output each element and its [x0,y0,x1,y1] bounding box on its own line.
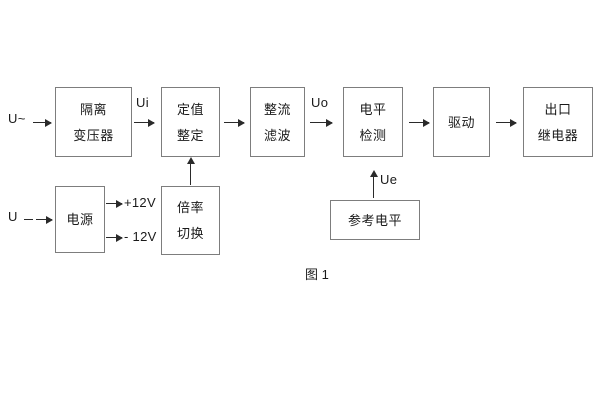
block-output-relay-line2: 继电器 [537,127,579,143]
signal-label-ue: Ue [380,172,398,187]
block-multiplier-switch-line1: 倍率 [176,200,204,215]
block-isolation-transformer: 隔离 变压器 [55,87,132,157]
arrow-setting-value-to-rectify-filter [224,118,245,127]
signal-label-ui: Ui [136,95,149,110]
block-output-relay: 出口 继电器 [523,87,593,157]
block-level-detection: 电平 检测 [343,87,403,157]
block-isolation-transformer-line2: 变压器 [73,127,114,143]
block-multiplier-switch-line2: 切换 [176,226,204,241]
block-drive-line1: 驱动 [447,114,475,130]
dc-dash-mark [24,219,33,220]
arrow-reference-level-to-level-detection [369,170,378,198]
arrow-rectify-filter-to-level-detection [310,118,333,127]
block-reference-level-line1: 参考电平 [347,212,402,228]
block-setting-value-line1: 定值 [176,101,204,117]
rail-label-positive: +12V [124,195,156,210]
input-label-ac: U~ [8,111,26,126]
block-power-supply-line1: 电源 [66,212,94,227]
arrow-ac-to-isolation-transformer [33,118,52,127]
arrow-multiplier-switch-to-setting-value [186,157,195,185]
figure-caption: 图 1 [305,267,329,282]
block-power-supply: 电源 [55,186,105,253]
arrow-drive-to-output-relay [496,118,517,127]
block-reference-level: 参考电平 [330,200,420,240]
block-rectify-filter: 整流 滤波 [250,87,305,157]
block-level-detection-line1: 电平 [359,101,387,117]
block-drive: 驱动 [433,87,490,157]
block-setting-value: 定值 整定 [161,87,220,157]
block-rectify-filter-line2: 滤波 [263,127,291,143]
block-isolation-transformer-line1: 隔离 [79,101,107,117]
arrow-rail-negative [106,233,123,242]
block-rectify-filter-line1: 整流 [263,101,291,117]
block-setting-value-line2: 整定 [176,127,204,143]
signal-label-uo: Uo [311,95,329,110]
arrow-rail-positive [106,199,123,208]
block-multiplier-switch: 倍率 切换 [161,186,220,255]
input-label-dc: U [8,209,18,224]
block-output-relay-line1: 出口 [544,101,572,117]
arrow-dc-to-power-supply [36,215,53,224]
arrow-isolation-transformer-to-setting-value [134,118,155,127]
block-level-detection-line2: 检测 [359,127,387,143]
arrow-level-detection-to-drive [409,118,430,127]
rail-label-negative: - 12V [124,229,157,244]
